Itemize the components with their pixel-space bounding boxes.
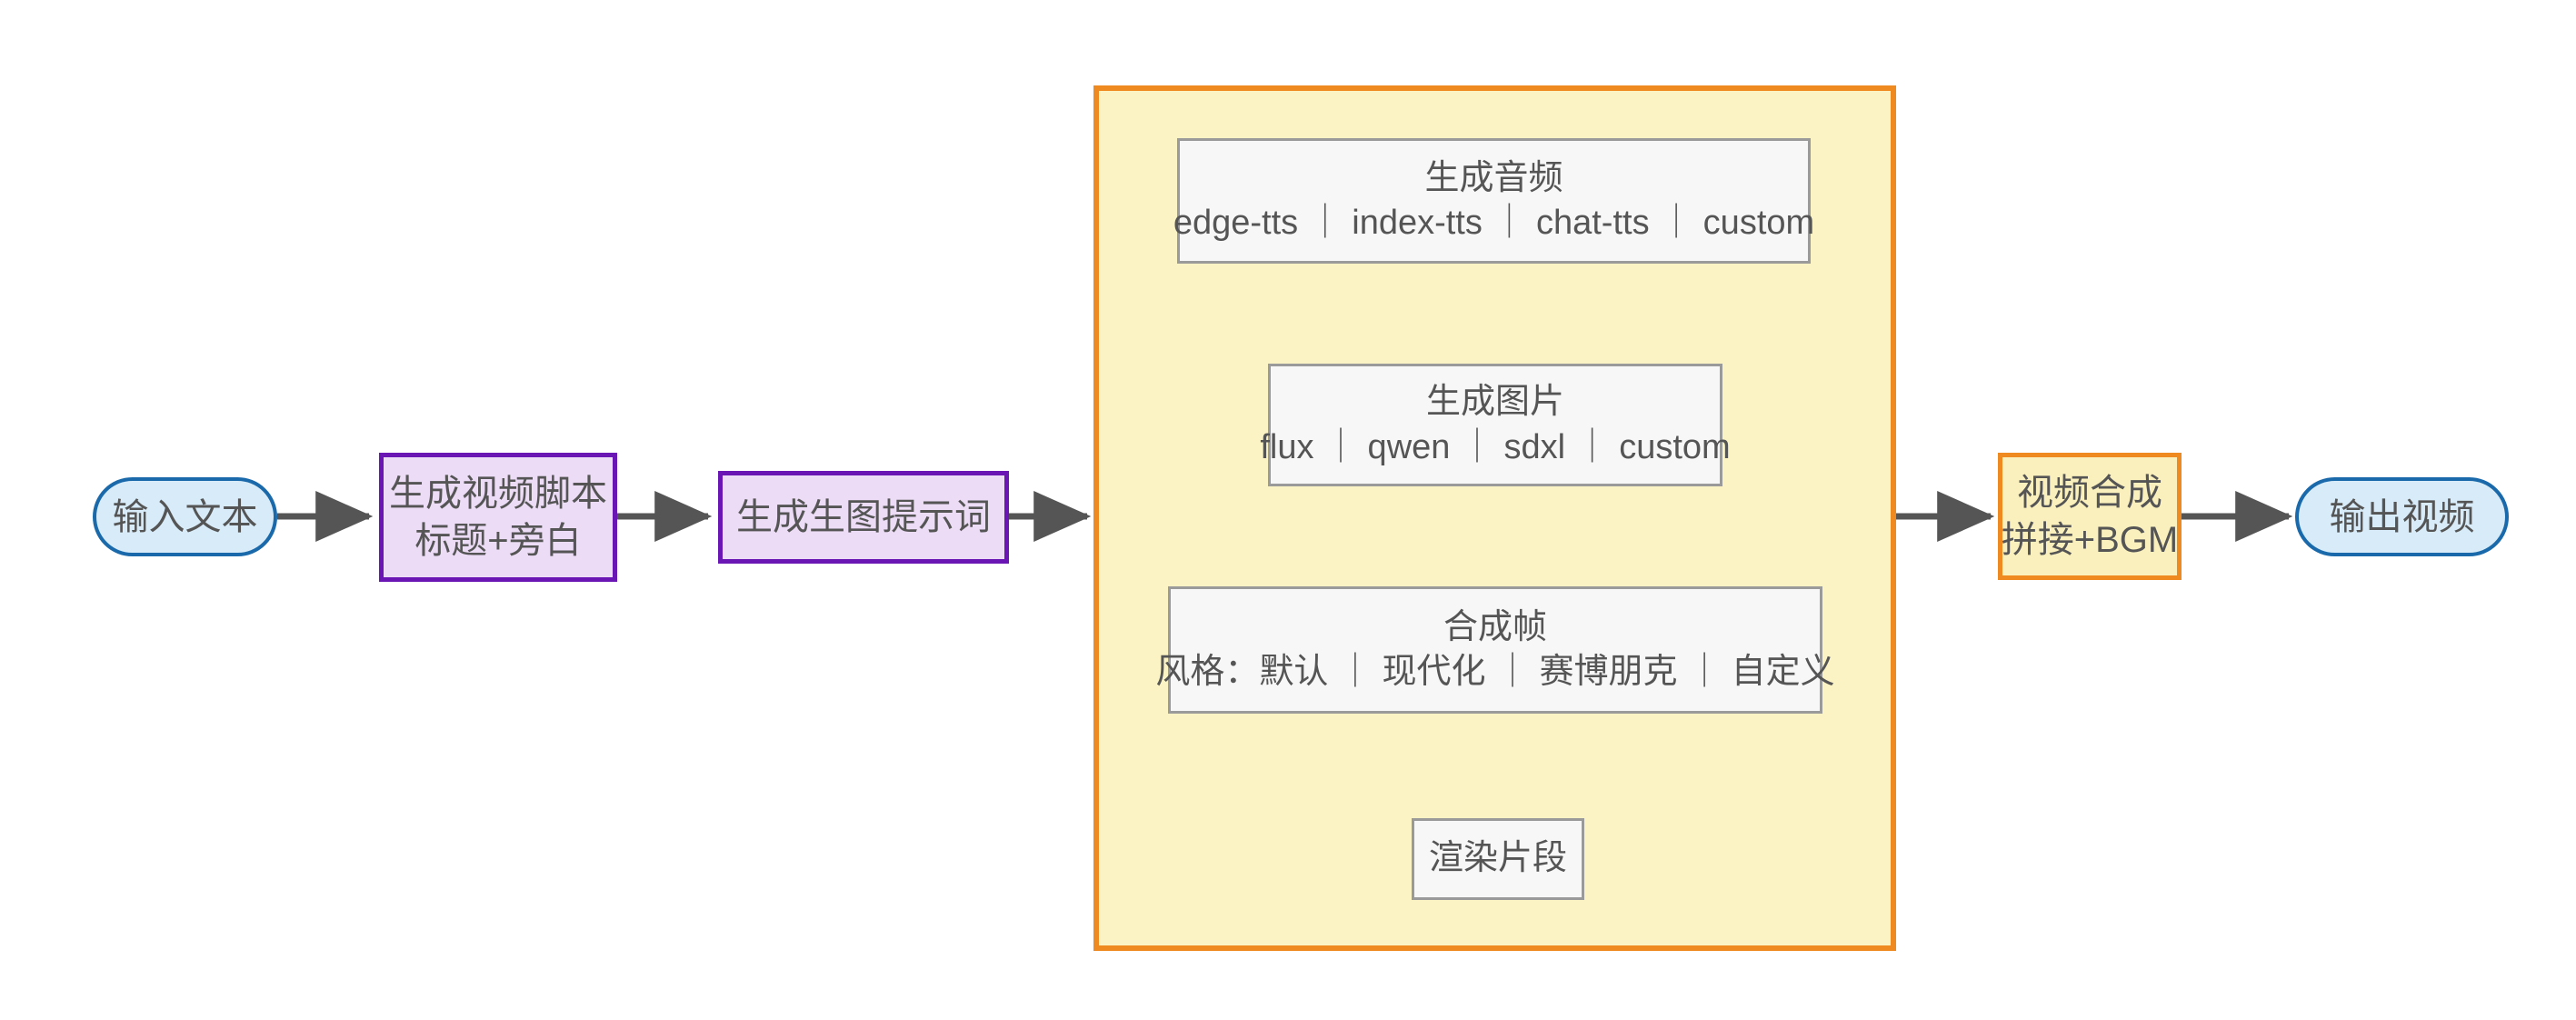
- node-generate-audio-title: 生成音频: [1424, 158, 1563, 197]
- node-generate-image-title: 生成图片: [1425, 383, 1564, 422]
- node-output-video-label: 输出视频: [2329, 496, 2475, 537]
- node-video-compose-line1: 视频合成: [2017, 473, 2162, 513]
- node-compose-frame[interactable]: 合成帧 风格：默认 ｜ 现代化 ｜ 赛博朋克 ｜ 自定义: [1155, 586, 1835, 714]
- node-input-text-label: 输入文本: [112, 496, 258, 537]
- node-video-compose-line2: 拼接+BGM: [2001, 520, 2179, 560]
- node-generate-image[interactable]: 生成图片 flux ｜ qwen ｜ sdxl ｜ custom: [1260, 364, 1731, 486]
- node-render-clip-label: 渲染片段: [1428, 839, 1567, 878]
- node-compose-frame-options: 风格：默认 ｜ 现代化 ｜ 赛博朋克 ｜ 自定义: [1155, 653, 1835, 691]
- node-input-text[interactable]: 输入文本: [93, 477, 277, 556]
- node-generate-script[interactable]: 生成视频脚本 标题+旁白: [379, 453, 617, 582]
- node-render-clip[interactable]: 渲染片段: [1412, 818, 1584, 900]
- node-output-video[interactable]: 输出视频: [2295, 477, 2509, 556]
- node-generate-prompt[interactable]: 生成生图提示词: [718, 471, 1009, 564]
- node-generate-image-options: flux ｜ qwen ｜ sdxl ｜ custom: [1260, 427, 1731, 466]
- node-generate-script-line1: 生成视频脚本: [389, 474, 607, 514]
- node-generate-script-line2: 标题+旁白: [414, 521, 582, 561]
- node-video-compose[interactable]: 视频合成 拼接+BGM: [1998, 453, 2182, 580]
- node-compose-frame-title: 合成帧: [1443, 607, 1547, 646]
- node-generate-audio-options: edge-tts ｜ index-tts ｜ chat-tts ｜ custom: [1173, 204, 1815, 242]
- node-generate-audio[interactable]: 生成音频 edge-tts ｜ index-tts ｜ chat-tts ｜ c…: [1173, 138, 1814, 264]
- node-generate-prompt-label: 生成生图提示词: [736, 497, 991, 537]
